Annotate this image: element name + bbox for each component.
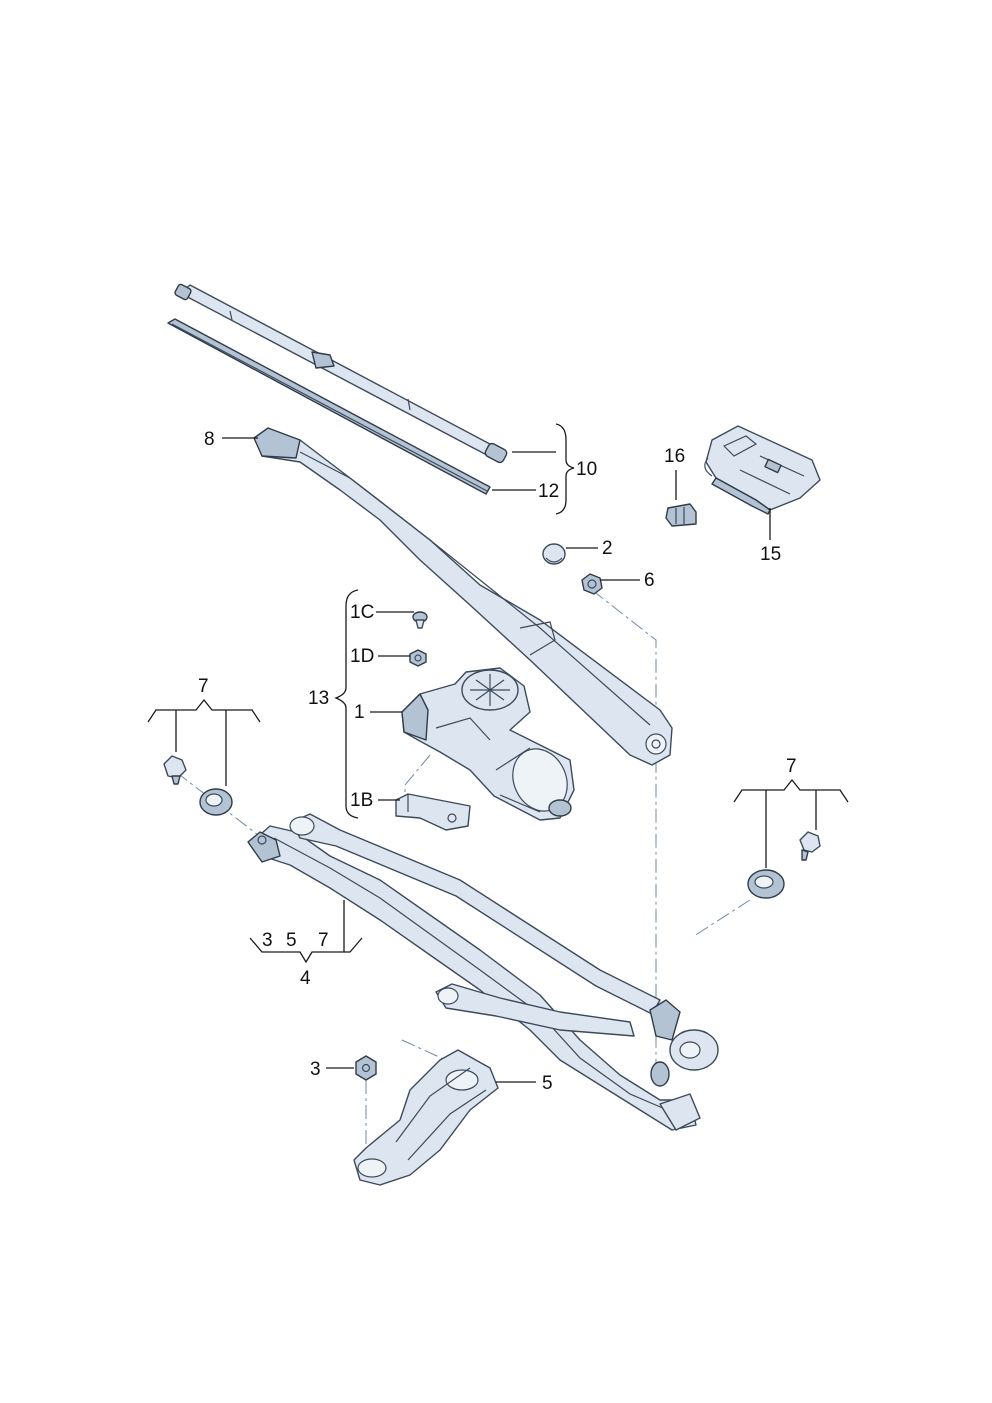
hex-nut — [581, 573, 603, 595]
wiper-motor — [401, 667, 575, 821]
small-screw — [412, 611, 428, 629]
leader-lines — [147, 423, 849, 1083]
wiper-blade — [174, 283, 508, 464]
small-connector — [665, 503, 697, 527]
label-10: 10 — [576, 459, 597, 480]
cover-cap — [542, 543, 566, 565]
label-6: 6 — [644, 570, 655, 591]
wiper-linkage-frame — [247, 813, 719, 1131]
grommet-right — [747, 869, 785, 899]
label-1C: 1C — [350, 602, 374, 623]
label-7-left: 7 — [198, 676, 209, 697]
label-16: 16 — [664, 446, 685, 467]
part-labels: 8 10 12 16 15 2 6 1C 1D 13 1 1B 7 7 3 5 … — [198, 429, 797, 1094]
label-12: 12 — [538, 481, 559, 502]
label-4: 4 — [300, 968, 311, 989]
label-8: 8 — [204, 429, 215, 450]
label-1B: 1B — [350, 790, 373, 811]
label-7-right: 7 — [786, 756, 797, 777]
label-5: 5 — [542, 1073, 553, 1094]
clip-left — [163, 755, 187, 785]
label-1: 1 — [354, 702, 365, 723]
wiper-rubber-insert — [167, 318, 491, 495]
label-4-group-5: 5 — [286, 930, 297, 951]
grommet-left — [199, 788, 233, 816]
hex-nut-3 — [355, 1055, 377, 1081]
label-15: 15 — [760, 544, 781, 565]
flange-nut — [409, 649, 427, 667]
label-1D: 1D — [350, 646, 374, 667]
label-4-group-3: 3 — [262, 930, 273, 951]
sensor-module — [704, 425, 821, 515]
label-2: 2 — [602, 538, 613, 559]
wiper-arm — [253, 427, 673, 766]
label-4-group-7: 7 — [318, 930, 329, 951]
motor-bracket — [395, 793, 471, 831]
mounting-bracket — [353, 1049, 499, 1186]
clip-right — [799, 831, 821, 861]
label-3: 3 — [310, 1059, 321, 1080]
label-13: 13 — [308, 688, 329, 709]
